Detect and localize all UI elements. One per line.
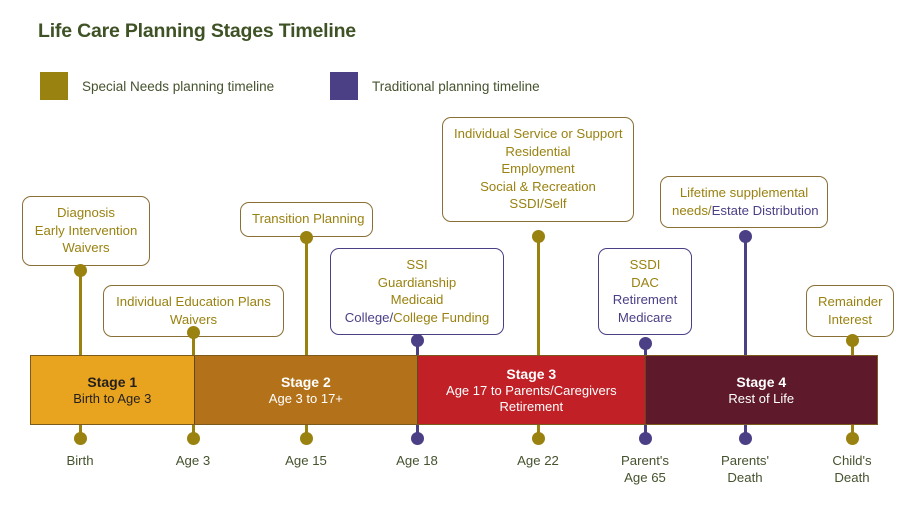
dot-callout-diagnosis xyxy=(73,263,87,277)
stem-individual-service-support xyxy=(536,234,540,438)
callout-ssdi-line-3: Retirement xyxy=(612,292,678,307)
stage-4-subtitle: Rest of Life xyxy=(728,390,795,406)
axis-label-childs-death-line-2: Death xyxy=(834,470,870,485)
callout-ssi-line-4-segment-1: College/ xyxy=(344,309,394,325)
callout-ssi-guardianship[interactable]: SSI Guardianship Medicaid College/Colleg… xyxy=(330,248,504,335)
legend-item-traditional: Traditional planning timeline xyxy=(330,72,540,100)
callout-ssi-line-2: Guardianship xyxy=(377,274,457,290)
legend-label-special-needs: Special Needs planning timeline xyxy=(82,78,275,94)
stage-3-subtitle-line-2: Retirement xyxy=(499,399,564,414)
axis-label-age-22-line-1: Age 22 xyxy=(517,453,559,468)
timeline-bar: Stage 1 Birth to Age 3 Stage 2 Age 3 to … xyxy=(30,355,878,425)
axis-label-birth-line-1: Birth xyxy=(66,453,94,468)
dot-callout-remainder-interest xyxy=(845,333,859,347)
legend-swatch-traditional xyxy=(330,72,358,100)
axis-label-age-18: Age 18 xyxy=(396,452,438,469)
stage-1-subtitle: Birth to Age 3 xyxy=(73,390,152,406)
callout-iss-line-1: Individual Service or Support xyxy=(454,126,623,141)
stem-diagnosis xyxy=(78,268,82,438)
callout-diagnosis[interactable]: Diagnosis Early Intervention Waivers xyxy=(22,196,150,266)
axis-label-age-3: Age 3 xyxy=(176,452,210,469)
callout-iep-line-1: Individual Education Plans xyxy=(116,294,271,309)
dot-callout-ssi-guardianship xyxy=(410,333,424,347)
callout-lifetime-line-2-segment-1: needs/ xyxy=(672,202,712,218)
callout-iss-line-3: Employment xyxy=(501,161,575,176)
axis-label-parents-age-65-line-1: Parent's xyxy=(621,453,669,468)
dot-callout-individual-education-plans xyxy=(186,325,200,339)
stage-2[interactable]: Stage 2 Age 3 to 17+ xyxy=(193,356,418,424)
axis-label-age-15-line-1: Age 15 xyxy=(285,453,327,468)
callout-diagnosis-line-1: Diagnosis xyxy=(57,205,115,220)
stage-3-subtitle-line-1: Age 17 to Parents/Caregivers xyxy=(446,382,617,398)
dot-axis-parents-age-65 xyxy=(638,431,652,445)
legend-item-special-needs: Special Needs planning timeline xyxy=(40,72,274,100)
axis-label-childs-death-line-1: Child's xyxy=(832,453,872,468)
axis-label-parents-death: Parents' Death xyxy=(721,452,769,486)
callout-lifetime-supplemental[interactable]: Lifetime supplemental needs/Estate Distr… xyxy=(660,176,828,228)
page-title: Life Care Planning Stages Timeline xyxy=(38,20,356,42)
callout-ssi-line-1: SSI xyxy=(406,257,428,272)
callout-diagnosis-line-3: Waivers xyxy=(62,240,110,255)
callout-remainder-line-2: Interest xyxy=(828,311,872,327)
dot-callout-ssdi-dac xyxy=(638,336,652,350)
callout-ssi-line-3: Medicaid xyxy=(390,292,444,307)
callout-transition-planning-line-1: Transition Planning xyxy=(252,211,365,226)
callout-iss-line-5: SSDI/Self xyxy=(509,196,567,211)
dot-axis-age-22 xyxy=(531,431,545,445)
axis-label-birth: Birth xyxy=(66,452,93,469)
callout-remainder-line-1: Remainder xyxy=(818,294,883,309)
stage-4[interactable]: Stage 4 Rest of Life xyxy=(644,356,877,424)
legend-swatch-special-needs xyxy=(40,72,68,100)
stage-1[interactable]: Stage 1 Birth to Age 3 xyxy=(31,356,194,424)
callout-ssi-line-4: College/College Funding xyxy=(342,309,492,327)
callout-iss-line-2: Residential xyxy=(505,143,571,159)
axis-label-age-3-line-1: Age 3 xyxy=(175,453,211,468)
axis-label-age-15: Age 15 xyxy=(285,452,327,469)
callout-iss-line-4: Social & Recreation xyxy=(480,178,596,194)
axis-label-parents-age-65: Parent's Age 65 xyxy=(621,452,669,486)
dot-axis-childs-death xyxy=(845,431,859,445)
callout-remainder-interest[interactable]: Remainder Interest xyxy=(806,285,894,337)
callout-ssdi-line-1: SSDI xyxy=(629,257,661,272)
axis-label-age-18-line-1: Age 18 xyxy=(396,453,438,468)
callout-ssdi-line-4: Medicare xyxy=(617,309,673,325)
dot-axis-birth xyxy=(73,431,87,445)
stage-1-name: Stage 1 xyxy=(87,373,138,390)
stage-3-name: Stage 3 xyxy=(506,365,557,382)
callout-ssdi-dac[interactable]: SSDI DAC Retirement Medicare xyxy=(598,248,692,335)
axis-label-parents-death-line-1: Parents' xyxy=(721,453,769,468)
dot-callout-transition-planning xyxy=(299,230,313,244)
dot-axis-age-18 xyxy=(410,431,424,445)
callout-lifetime-line-1: Lifetime supplemental xyxy=(679,185,809,200)
dot-axis-age-15 xyxy=(299,431,313,445)
callout-diagnosis-line-2: Early Intervention xyxy=(34,222,138,238)
callout-lifetime-line-2: needs/Estate Distribution xyxy=(672,202,819,220)
axis-label-childs-death: Child's Death xyxy=(832,452,871,486)
legend-label-traditional: Traditional planning timeline xyxy=(372,78,540,94)
callout-lifetime-line-2-segment-2: Estate Distribution xyxy=(711,202,819,218)
dot-axis-age-3 xyxy=(186,431,200,445)
axis-label-parents-death-line-2: Death xyxy=(727,470,763,485)
callout-ssdi-line-2: DAC xyxy=(631,274,659,290)
stage-2-subtitle: Age 3 to 17+ xyxy=(268,390,343,406)
axis-label-parents-age-65-line-2: Age 65 xyxy=(624,470,666,485)
axis-label-age-22: Age 22 xyxy=(517,452,559,469)
stage-4-name: Stage 4 xyxy=(736,373,787,390)
dot-axis-parents-death xyxy=(738,431,752,445)
stem-transition-planning xyxy=(304,235,308,438)
dot-callout-individual-service-support xyxy=(531,229,545,243)
callout-iep-line-2: Waivers xyxy=(169,311,218,327)
callout-ssi-line-4-segment-2: College Funding xyxy=(393,309,490,325)
stage-3[interactable]: Stage 3 Age 17 to Parents/Caregivers Ret… xyxy=(417,356,645,424)
callout-individual-service-support[interactable]: Individual Service or Support Residentia… xyxy=(442,117,634,222)
stage-2-name: Stage 2 xyxy=(280,373,331,390)
dot-callout-lifetime-supplemental xyxy=(738,229,752,243)
stem-lifetime-supplemental xyxy=(743,234,747,438)
